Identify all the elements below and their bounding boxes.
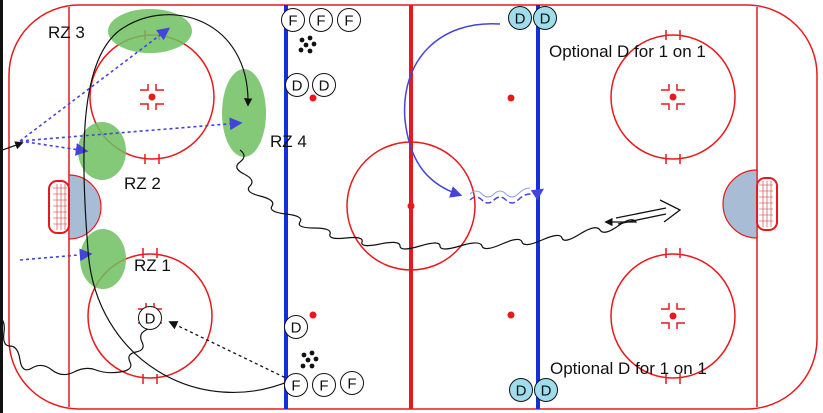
center-dot <box>407 202 415 210</box>
zone-label-rz4: RZ 4 <box>270 132 307 151</box>
defense-marker: D <box>312 73 336 97</box>
defense-marker-label: D <box>292 78 303 95</box>
optional-defense-marker-label: D <box>540 11 551 28</box>
faceoff-dot <box>669 312 677 320</box>
zone-label-rz3: RZ 3 <box>48 23 85 42</box>
defense-marker: D <box>285 73 309 97</box>
defense-marker-label: D <box>291 320 302 337</box>
defense-marker-label: D <box>319 78 330 95</box>
pass-lines <box>19 27 243 262</box>
pass-line-to-d <box>168 321 291 381</box>
optional-defense-marker: D <box>533 6 557 30</box>
faceoff-dot <box>669 93 677 101</box>
forward-marker-label: F <box>319 378 328 395</box>
net-mesh-left <box>53 184 67 230</box>
forward-marker: F <box>284 373 308 397</box>
net-mesh-right <box>759 181 773 227</box>
optional-defense-marker-label: D <box>515 11 526 28</box>
zone-rz4-area <box>222 69 266 157</box>
forward-marker-label: F <box>347 376 356 393</box>
skate-path-d <box>0 141 152 376</box>
note-optional-d-bottom: Optional D for 1 on 1 <box>550 359 707 378</box>
puck-pile-bottom <box>300 350 319 369</box>
note-optional-d-top: Optional D for 1 on 1 <box>549 42 706 61</box>
forward-marker: F <box>337 8 361 32</box>
forward-marker: F <box>340 371 364 395</box>
defense-marker: D <box>138 306 162 330</box>
forward-marker-label: F <box>291 378 300 395</box>
goal-crease-right <box>722 169 758 239</box>
optional-d-wave <box>469 188 544 204</box>
forward-marker-label: F <box>316 13 325 30</box>
skate-path-breakout <box>236 149 638 250</box>
optional-defense-marker: D <box>509 378 533 402</box>
center-circle <box>346 141 476 271</box>
net-left <box>48 180 70 234</box>
optional-defense-marker: D <box>508 6 532 30</box>
faceoff-circle-right-bottom <box>610 248 736 384</box>
forward-marker-label: F <box>288 13 297 30</box>
neutral-dot <box>507 94 515 102</box>
optional-defense-marker: D <box>534 378 558 402</box>
zone-label-rz2: RZ 2 <box>124 174 161 193</box>
optional-d-path <box>403 23 501 198</box>
shot-arrow <box>615 199 682 225</box>
forward-marker: F <box>281 8 305 32</box>
skate-path-forward <box>83 14 293 394</box>
forward-marker: F <box>312 373 336 397</box>
forward-marker-label: F <box>344 13 353 30</box>
faceoff-circle-right-top <box>610 30 736 164</box>
optional-d-wave-2 <box>469 187 531 198</box>
defense-marker: D <box>284 315 308 339</box>
forward-marker: F <box>309 8 333 32</box>
zone-label-rz1: RZ 1 <box>134 256 171 275</box>
zone-rz2-area <box>78 122 126 180</box>
optional-defense-marker-label: D <box>516 383 527 400</box>
left-edge-bar <box>0 0 3 413</box>
neutral-dot <box>309 311 317 319</box>
defense-marker-label: D <box>145 311 156 328</box>
puck-pile-top <box>298 35 317 54</box>
zone-rz3-area <box>108 9 192 53</box>
neutral-dot <box>309 94 317 102</box>
optional-defense-marker-label: D <box>541 383 552 400</box>
neutral-dot <box>507 311 515 319</box>
faceoff-dot <box>148 93 156 101</box>
